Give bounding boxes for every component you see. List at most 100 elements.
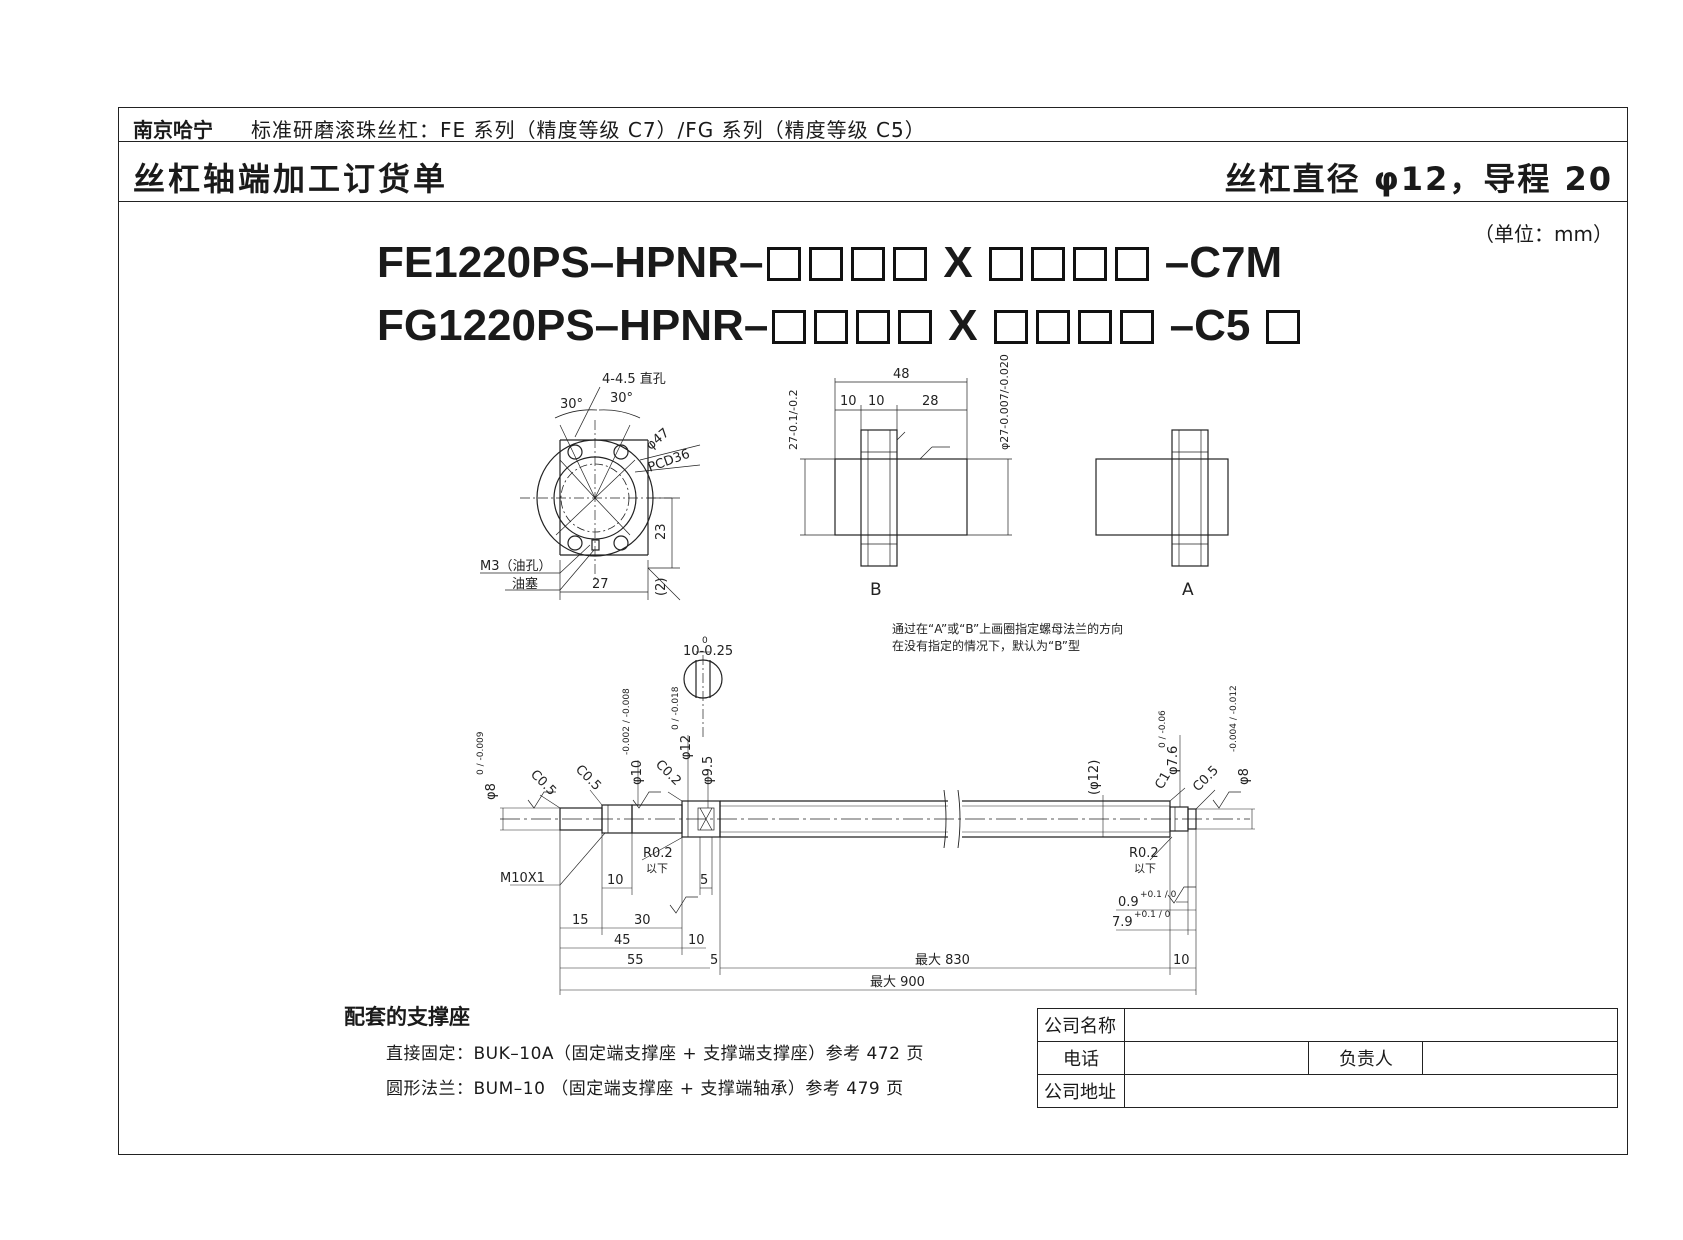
- length-box-4[interactable]: [893, 247, 928, 281]
- length-box-10[interactable]: [814, 310, 849, 344]
- length-box-12[interactable]: [898, 310, 933, 344]
- brand-name: 南京哈宁: [133, 118, 213, 142]
- flange-view: [480, 386, 701, 601]
- plug-label: 油塞: [512, 576, 538, 592]
- flange-dim-27: 27: [592, 577, 609, 592]
- length-box-14[interactable]: [1035, 310, 1070, 344]
- shaft-d76-tol: 0 / -0.06: [1158, 710, 1168, 748]
- length-box-8[interactable]: [1114, 247, 1149, 281]
- shaft-d10: φ10: [630, 760, 645, 785]
- shaft-below-a: 以下: [646, 862, 668, 875]
- shaft-d76: φ7.6: [1166, 746, 1181, 775]
- shaft-dim-5: 5: [700, 873, 708, 888]
- shaft-dim-10: 10: [607, 873, 624, 888]
- note-line-2: 在没有指定的情况下，默认为“B”型: [892, 638, 1080, 653]
- page-title: 丝杠轴端加工订货单: [133, 160, 449, 198]
- phone-label: 电话: [1037, 1041, 1125, 1075]
- part-number-fe-x: X: [943, 238, 973, 287]
- shaft-d8-left: φ8: [484, 783, 499, 800]
- length-box-5[interactable]: [988, 247, 1023, 281]
- flange-dim-2: (2): [654, 578, 669, 596]
- note-line-1: 通过在“A”或“B”上画圈指定螺母法兰的方向: [892, 621, 1123, 636]
- part-number-fe: FE1220PS–HPNR– X –C7M: [377, 238, 1282, 288]
- shaft-d12-ref: (φ12): [1087, 760, 1102, 795]
- address-label: 公司地址: [1037, 1074, 1125, 1108]
- nut-view-b: [800, 378, 1012, 567]
- shaft-d8-left-tol: 0 / -0.009: [476, 731, 486, 775]
- support-line-2: 圆形法兰：BUM–10 （固定端支撑座 + 支撑端轴承）参考 479 页: [386, 1079, 904, 1099]
- nut-dim-10b: 10: [868, 394, 885, 409]
- nut-view-a: [1095, 429, 1229, 567]
- order-sheet: 南京哈宁 标准研磨滚珠丝杠：FE 系列（精度等级 C7）/FG 系列（精度等级 …: [118, 107, 1628, 1155]
- keyway-section: [683, 651, 723, 740]
- shaft-d12-tol: 0 / -0.018: [671, 686, 681, 730]
- key-width: 10-0.25: [683, 644, 733, 659]
- length-box-16[interactable]: [1119, 310, 1154, 344]
- shaft-d12: φ12: [679, 735, 694, 760]
- part-number-fg-prefix: FG1220PS–HPNR–: [377, 301, 769, 350]
- length-box-7[interactable]: [1072, 247, 1107, 281]
- shaft-drawing: [500, 735, 1255, 995]
- company-field[interactable]: [1124, 1008, 1618, 1042]
- shaft-below-b: 以下: [1134, 862, 1156, 875]
- title-row: 丝杠轴端加工订货单 丝杠直径 φ12，导程 20: [119, 142, 1627, 202]
- company-label: 公司名称: [1037, 1008, 1125, 1042]
- shaft-d8-right: φ8: [1237, 768, 1252, 785]
- flange-angle-1: 30°: [560, 397, 583, 412]
- nut-dia-left: 27-0.1/-0.2: [787, 389, 800, 450]
- length-box-6[interactable]: [1030, 247, 1065, 281]
- shaft-dim-09: 0.9: [1118, 895, 1139, 910]
- option-box[interactable]: [1266, 310, 1301, 344]
- shaft-dim-09-tol: +0.1 / 0: [1140, 890, 1177, 900]
- part-number-fe-prefix: FE1220PS–HPNR–: [377, 238, 764, 287]
- length-box-15[interactable]: [1077, 310, 1112, 344]
- shaft-dim-10c: 10: [1173, 953, 1190, 968]
- support-heading: 配套的支撑座: [344, 1005, 470, 1029]
- length-box-1[interactable]: [767, 247, 802, 281]
- nut-view-b-label: B: [870, 580, 882, 600]
- nut-dim-10a: 10: [840, 394, 857, 409]
- part-number-fe-suffix: –C7M: [1164, 238, 1283, 287]
- shaft-r02b: R0.2: [1129, 846, 1159, 861]
- unit-label: （单位：mm）: [1474, 222, 1613, 246]
- flange-holes-label: 4-4.5 直孔: [602, 372, 666, 387]
- part-number-fg-x: X: [948, 301, 978, 350]
- support-section: 配套的支撑座 直接固定：BUK–10A（固定端支撑座 + 支撑端支撑座）参考 4…: [344, 1001, 924, 1109]
- person-field[interactable]: [1422, 1041, 1618, 1075]
- shaft-dim-30: 30: [634, 913, 651, 928]
- flange-dim-23: 23: [654, 523, 669, 540]
- shaft-d10-tol: -0.002 / -0.008: [622, 688, 632, 755]
- length-box-2[interactable]: [809, 247, 844, 281]
- shaft-dim-10b: 10: [688, 933, 705, 948]
- spec-title: 丝杠直径 φ12，导程 20: [1224, 160, 1613, 198]
- address-field[interactable]: [1124, 1074, 1618, 1108]
- part-number-fg: FG1220PS–HPNR– X –C5: [377, 301, 1304, 351]
- nut-dia-right: φ27-0.007/-0.020: [998, 354, 1011, 450]
- shaft-max830: 最大 830: [915, 953, 970, 968]
- shaft-dim-79-tol: +0.1 / 0: [1134, 910, 1171, 920]
- phone-field[interactable]: [1123, 1041, 1310, 1075]
- shaft-dim-79: 7.9: [1112, 915, 1133, 930]
- shaft-dim-15: 15: [572, 913, 589, 928]
- shaft-dim-5b: 5: [710, 953, 718, 968]
- oil-hole-label: M3（油孔）: [480, 559, 552, 574]
- nut-dim-28: 28: [922, 394, 939, 409]
- shaft-r02a: R0.2: [643, 846, 673, 861]
- person-label: 负责人: [1308, 1041, 1424, 1075]
- series-title: 标准研磨滚珠丝杠：FE 系列（精度等级 C7）/FG 系列（精度等级 C5）: [251, 118, 926, 142]
- shaft-d8-right-tol: -0.004 / -0.012: [1229, 685, 1239, 752]
- part-number-fg-suffix: –C5: [1169, 301, 1251, 350]
- length-box-3[interactable]: [851, 247, 886, 281]
- length-box-11[interactable]: [856, 310, 891, 344]
- header-row: 南京哈宁 标准研磨滚珠丝杠：FE 系列（精度等级 C7）/FG 系列（精度等级 …: [119, 108, 1627, 142]
- shaft-dim-55: 55: [627, 953, 644, 968]
- shaft-max900: 最大 900: [870, 975, 925, 990]
- shaft-d95: φ9.5: [701, 756, 716, 785]
- nut-dim-48: 48: [893, 367, 910, 382]
- length-box-9[interactable]: [772, 310, 807, 344]
- length-box-13[interactable]: [993, 310, 1028, 344]
- nut-view-a-label: A: [1182, 580, 1194, 600]
- key-tol: 0: [702, 636, 708, 646]
- shaft-m10: M10X1: [500, 871, 545, 886]
